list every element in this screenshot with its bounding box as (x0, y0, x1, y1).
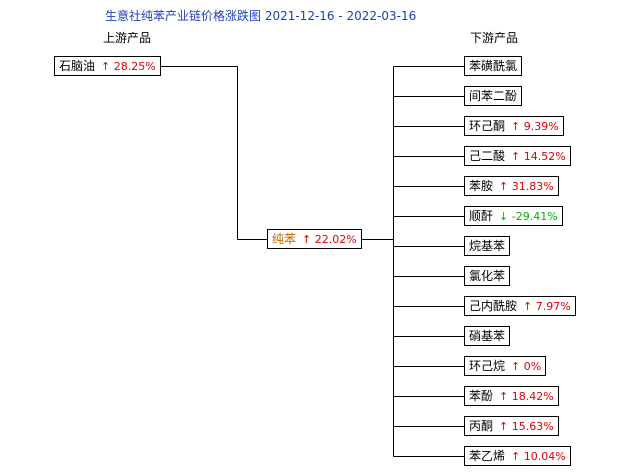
node-change: ↑ 7.97% (523, 300, 571, 313)
node-change: ↑ 18.42% (499, 390, 554, 403)
node-name: 石脑油 (59, 59, 96, 73)
upstream-node[interactable]: 石脑油 ↑ 28.25% (54, 56, 161, 76)
node-change: ↑ 31.83% (499, 180, 554, 193)
downstream-node[interactable]: 环己酮 ↑ 9.39% (464, 116, 564, 136)
node-name: 顺酐 (469, 209, 494, 223)
node-change: ↑ 14.52% (511, 150, 566, 163)
node-name: 氯化苯 (469, 269, 506, 283)
node-name: 环己酮 (469, 119, 506, 133)
node-name: 苯乙烯 (469, 449, 506, 463)
downstream-header: 下游产品 (470, 31, 519, 45)
node-change: ↓ -29.41% (499, 210, 558, 223)
downstream-node[interactable]: 硝基苯 (464, 326, 511, 346)
node-change: ↑ 28.25% (101, 60, 156, 73)
node-name: 纯苯 (272, 232, 297, 246)
node-change: ↑ 10.04% (511, 450, 566, 463)
node-name: 间苯二酚 (469, 89, 518, 103)
node-name: 烷基苯 (469, 239, 506, 253)
node-change: ↑ 22.02% (302, 233, 357, 246)
node-name: 苯胺 (469, 179, 494, 193)
downstream-node[interactable]: 顺酐 ↓ -29.41% (464, 206, 563, 226)
downstream-node[interactable]: 间苯二酚 (464, 86, 523, 106)
node-name: 己内酰胺 (469, 299, 518, 313)
node-name: 硝基苯 (469, 329, 506, 343)
downstream-node[interactable]: 氯化苯 (464, 266, 511, 286)
page-title: 生意社纯苯产业链价格涨跌图 2021-12-16 - 2022-03-16 (105, 9, 417, 23)
downstream-node[interactable]: 己内酰胺 ↑ 7.97% (464, 296, 576, 316)
downstream-node[interactable]: 苯胺 ↑ 31.83% (464, 176, 559, 196)
downstream-node[interactable]: 苯酚 ↑ 18.42% (464, 386, 559, 406)
node-change: ↑ 15.63% (499, 420, 554, 433)
node-name: 己二酸 (469, 149, 506, 163)
node-change: ↑ 9.39% (511, 120, 559, 133)
node-name: 苯酚 (469, 389, 494, 403)
downstream-node[interactable]: 苯磺酰氯 (464, 56, 523, 76)
node-name: 环己烷 (469, 359, 506, 373)
node-change: ↑ 0% (511, 360, 542, 373)
downstream-node[interactable]: 苯乙烯 ↑ 10.04% (464, 446, 571, 466)
downstream-node[interactable]: 己二酸 ↑ 14.52% (464, 146, 571, 166)
downstream-node[interactable]: 环己烷 ↑ 0% (464, 356, 547, 376)
upstream-header: 上游产品 (103, 31, 152, 45)
node-name: 丙酮 (469, 419, 494, 433)
center-node[interactable]: 纯苯 ↑ 22.02% (267, 229, 362, 249)
downstream-node[interactable]: 丙酮 ↑ 15.63% (464, 416, 559, 436)
node-name: 苯磺酰氯 (469, 59, 518, 73)
downstream-node[interactable]: 烷基苯 (464, 236, 511, 256)
